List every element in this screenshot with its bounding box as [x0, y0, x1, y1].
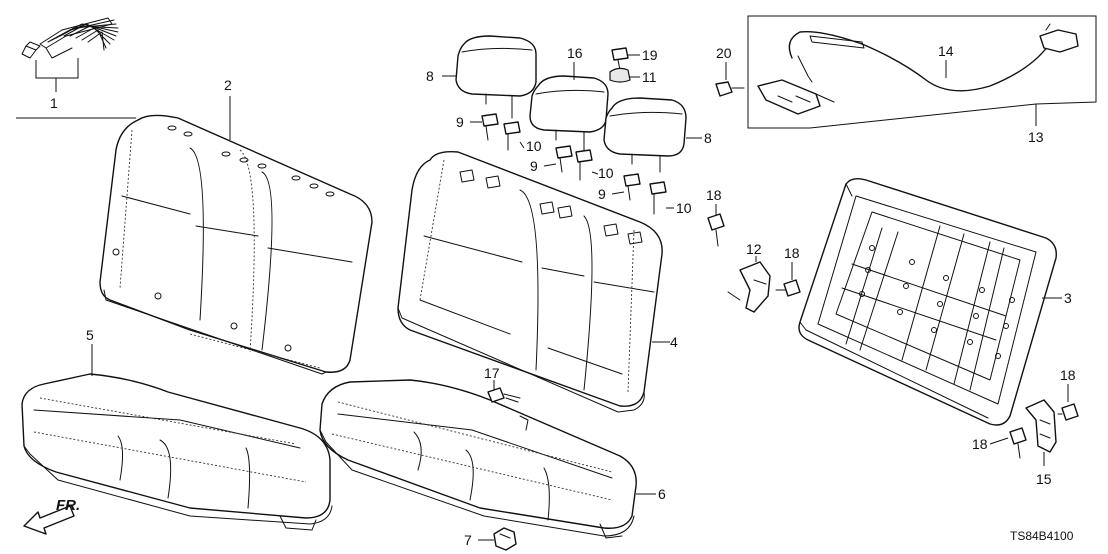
callout-9-right: 9 [598, 186, 606, 202]
callout-14: 14 [938, 43, 954, 59]
callout-20: 20 [716, 45, 732, 61]
front-label: FR. [56, 497, 80, 514]
callout-6: 6 [658, 486, 666, 502]
callout-19: 19 [642, 47, 658, 63]
part-9-guide-right[interactable] [623, 173, 641, 201]
callout-4: 4 [670, 334, 678, 350]
part-8-headrest-left[interactable] [455, 35, 537, 119]
part-18-bolt-d[interactable] [1009, 427, 1027, 459]
part-15-lower-bracket[interactable] [1025, 399, 1057, 453]
callout-15: 15 [1036, 471, 1052, 487]
callout-18-b: 18 [784, 245, 800, 261]
part-20-bolt[interactable] [715, 81, 745, 97]
part-18-bolt-a[interactable] [707, 213, 725, 247]
callout-18-a: 18 [706, 187, 722, 203]
part-10-guide-left[interactable] [503, 121, 521, 151]
callout-12: 12 [746, 241, 762, 257]
callout-18-d: 18 [972, 436, 988, 452]
part-16-headrest-center[interactable] [529, 75, 609, 151]
callout-8-right: 8 [704, 130, 712, 146]
callout-2: 2 [224, 77, 232, 93]
part-4-seatback-assembly[interactable] [397, 150, 663, 413]
callout-7: 7 [464, 532, 472, 548]
part-11-nut[interactable] [609, 67, 631, 83]
part-17-bolt[interactable] [487, 387, 521, 403]
callout-3: 3 [1064, 290, 1072, 306]
callout-18-c: 18 [1060, 367, 1076, 383]
part-19-bolt[interactable] [611, 47, 629, 71]
part-18-bolt-b[interactable] [775, 279, 801, 297]
callout-10-center: 10 [598, 165, 614, 181]
callout-16: 16 [567, 45, 583, 61]
part-14-cable[interactable] [788, 23, 1079, 92]
part-12-hinge-bracket[interactable] [727, 261, 771, 313]
front-direction-arrow: FR. [23, 497, 80, 535]
callout-13: 13 [1028, 129, 1044, 145]
release-lever-bracket[interactable] [757, 79, 835, 115]
callout-10-right: 10 [676, 200, 692, 216]
callout-8-left: 8 [426, 68, 434, 84]
part-10-guide-center[interactable] [575, 149, 593, 181]
part-5-cushion-cover[interactable] [21, 373, 333, 531]
callout-1: 1 [50, 95, 58, 111]
callout-9-center: 9 [530, 158, 538, 174]
callout-11: 11 [642, 69, 657, 85]
part-6-cushion-assembly[interactable] [319, 379, 637, 539]
part-9-guide-center[interactable] [555, 145, 573, 173]
part-2-seatback-cover[interactable] [99, 114, 373, 375]
callout-5: 5 [86, 327, 94, 343]
diagram-code: TS84B4100 [1010, 529, 1074, 543]
part-8-headrest-right[interactable] [603, 97, 687, 173]
callout-9-left: 9 [456, 114, 464, 130]
callout-10-left: 10 [526, 138, 542, 154]
part-9-guide-left[interactable] [481, 113, 499, 141]
callout-17: 17 [484, 365, 500, 381]
part-3-seatback-frame[interactable] [798, 177, 1057, 426]
part-7-clip[interactable] [493, 527, 517, 551]
part-10-guide-right[interactable] [649, 181, 667, 215]
part-1-clips[interactable] [21, 17, 119, 92]
part-18-bolt-c[interactable] [1057, 403, 1079, 421]
